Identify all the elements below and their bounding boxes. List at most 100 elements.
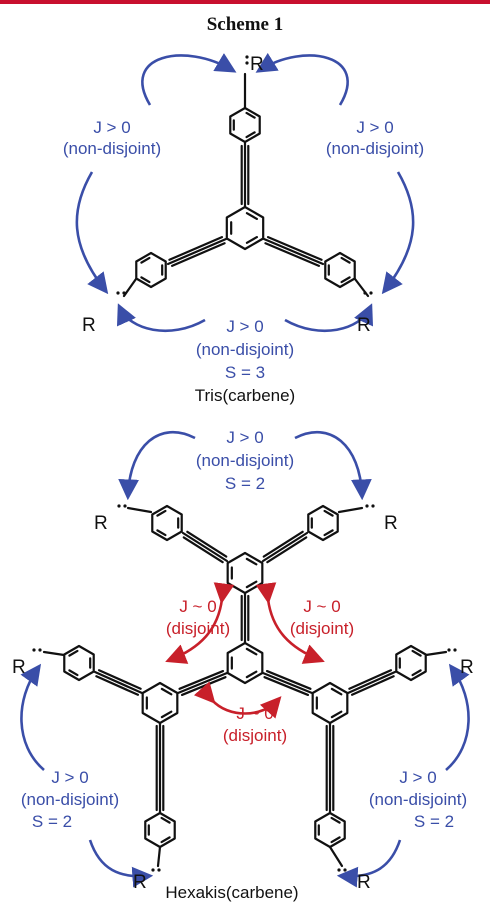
carbene-dot — [245, 55, 249, 59]
alkyne-bond — [262, 237, 325, 266]
aromatic-double-bond — [245, 111, 256, 119]
coupling-arrow — [20, 663, 45, 771]
carbene-bond — [337, 506, 364, 514]
alkyne-bond — [265, 669, 312, 690]
alkyne-bond — [178, 669, 225, 690]
hexakis-bottom-right-coupling: J > 0 (non-disjoint) S = 2 — [369, 768, 467, 831]
carbene-bond — [126, 506, 153, 514]
aromatic-double-bond — [140, 256, 151, 264]
coupling-arrow — [284, 303, 373, 333]
coupling-arrow — [118, 430, 196, 501]
alkyne-bond — [262, 530, 304, 558]
carbene-dot — [123, 504, 127, 508]
spin-label: S = 2 — [414, 812, 454, 831]
molecule-bonds — [42, 72, 448, 868]
aromatic-double-bond — [245, 131, 256, 139]
coupling-arrow — [165, 582, 235, 664]
alkyne-bond — [176, 671, 229, 695]
top-accent-bar — [0, 0, 490, 4]
aromatic-double-bond — [245, 212, 258, 221]
coupling-j-label: J ~ 0 — [236, 704, 273, 723]
coupling-arrow — [255, 52, 349, 106]
coupling-arrow — [445, 663, 470, 771]
coupling-j-label: J > 0 — [226, 428, 263, 447]
hexakis-bottom-left-coupling: J > 0 (non-disjoint) S = 2 — [21, 768, 119, 831]
alkyne-bond — [346, 670, 397, 695]
r-group: R — [250, 54, 264, 75]
aromatic-double-bond — [68, 669, 79, 677]
r-group: R — [12, 657, 26, 678]
coupling-arrow — [141, 53, 237, 106]
carbene-bond — [42, 650, 66, 657]
aromatic-double-bond — [330, 836, 341, 844]
carbene-bond — [328, 845, 344, 868]
carbene-dot — [447, 648, 451, 652]
carbene-dot — [337, 868, 341, 872]
coupling-type-label: (non-disjoint) — [369, 790, 467, 809]
aromatic-double-bond — [156, 529, 167, 537]
carbene-dot — [343, 868, 347, 872]
tris-caption: Tris(carbene) — [195, 386, 295, 405]
alkyne-bond — [95, 675, 140, 696]
tris-right-coupling: J > 0 (non-disjoint) — [326, 118, 424, 158]
aromatic-double-bond — [323, 529, 334, 537]
aromatic-double-bond — [323, 509, 334, 517]
tris-left-coupling: J > 0 (non-disjoint) — [63, 118, 161, 158]
aromatic-double-bond — [140, 276, 151, 284]
alkyne-bond — [186, 530, 228, 558]
carbene-bond — [156, 845, 162, 868]
aromatic-double-bond — [411, 649, 422, 657]
scheme-title: Scheme 1 — [206, 14, 284, 35]
coupling-type-label: (disjoint) — [166, 619, 230, 638]
benzene-ring — [225, 205, 265, 251]
alkyne-bond — [263, 676, 310, 697]
coupling-j-label: J ~ 0 — [303, 597, 340, 616]
aromatic-double-bond — [340, 276, 351, 284]
coupling-arrow — [381, 171, 415, 295]
alkyne-bond — [181, 531, 229, 563]
alkyne-bond — [348, 669, 393, 690]
coupling-type-label: (disjoint) — [290, 619, 354, 638]
coupling-j-label: J > 0 — [226, 317, 263, 336]
coupling-j-label: J > 0 — [356, 118, 393, 137]
alkyne-bond — [266, 236, 323, 261]
coupling-arrow — [294, 430, 372, 501]
coupling-arrow — [193, 681, 282, 719]
alkyne-bond — [261, 531, 309, 563]
hexakis-disjoint-bottom: J ~ 0 (disjoint) — [223, 704, 287, 745]
aromatic-double-bond — [340, 256, 351, 264]
alkyne-bond — [97, 669, 142, 690]
carbene-dot — [117, 504, 121, 508]
coupling-j-label: J > 0 — [399, 768, 436, 787]
aromatic-double-bond — [245, 670, 258, 679]
alkyne-bond — [266, 536, 308, 564]
spin-label: S = 2 — [225, 474, 265, 493]
aromatic-double-bond — [160, 836, 171, 844]
r-group: R — [133, 872, 147, 893]
tris-bottom-coupling: J > 0 (non-disjoint) S = 3 — [196, 317, 294, 382]
carbene-bond — [424, 650, 448, 657]
coupling-type-label: (non-disjoint) — [196, 340, 294, 359]
coupling-arrow — [88, 839, 154, 888]
r-group: R — [94, 513, 108, 534]
carbene-dot — [453, 648, 457, 652]
hexakis-top-coupling: J > 0 (non-disjoint) S = 2 — [196, 428, 294, 493]
aromatic-double-bond — [245, 557, 258, 566]
hexakis-disjoint-right: J ~ 0 (disjoint) — [290, 597, 354, 638]
alkyne-bond — [350, 675, 395, 696]
coupling-type-label: (disjoint) — [223, 726, 287, 745]
coupling-j-label: J > 0 — [51, 768, 88, 787]
hexakis-disjoint-left: J ~ 0 (disjoint) — [166, 597, 230, 638]
aromatic-double-bond — [156, 509, 167, 517]
carbene-dot — [371, 504, 375, 508]
r-group: R — [82, 315, 96, 336]
hexakis-caption: Hexakis(carbene) — [165, 883, 298, 902]
alkyne-bond — [264, 242, 321, 267]
spin-label: S = 2 — [32, 812, 72, 831]
aromatic-double-bond — [330, 816, 341, 824]
alkyne-bond — [93, 670, 144, 695]
carbene-dot — [32, 648, 36, 652]
carbene-dot — [245, 61, 249, 65]
coupling-j-label: J > 0 — [93, 118, 130, 137]
